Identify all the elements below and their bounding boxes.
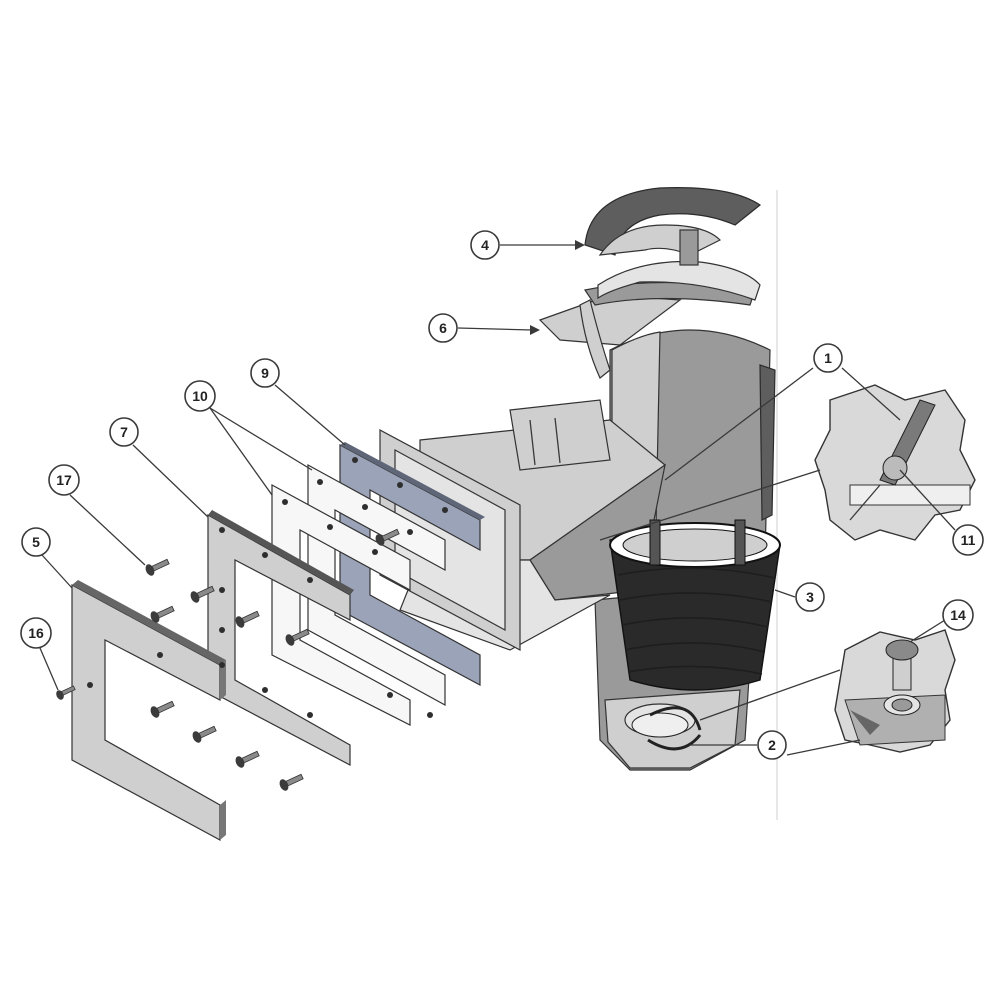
gasket-blue	[339, 442, 485, 687]
leader-lines	[39, 240, 956, 756]
gasket-white-outer	[307, 463, 446, 707]
callout-10: 10	[184, 380, 216, 412]
callout-17: 17	[48, 464, 80, 496]
callout-5: 5	[21, 527, 51, 557]
callout-label-3: 3	[806, 589, 814, 605]
gasket-white-inner	[271, 483, 411, 726]
callout-3: 3	[795, 582, 825, 612]
mounting-frame	[207, 510, 354, 766]
callout-label-16: 16	[28, 625, 44, 641]
callout-label-5: 5	[32, 534, 40, 550]
callout-4: 4	[470, 230, 500, 260]
callout-label-11: 11	[961, 532, 976, 548]
callout-11: 11	[952, 524, 984, 556]
callout-label-14: 14	[950, 607, 966, 623]
float-valve	[631, 706, 702, 751]
callout-6: 6	[428, 313, 458, 343]
callout-9: 9	[250, 358, 280, 388]
callout-label-17: 17	[56, 472, 72, 488]
callout-label-1: 1	[824, 350, 832, 366]
callout-14: 14	[942, 599, 974, 631]
detail-inset-bottom	[834, 629, 956, 753]
skimmer-basket	[609, 519, 781, 691]
callout-label-6: 6	[439, 320, 447, 336]
faceplate	[71, 580, 226, 842]
callout-7: 7	[109, 417, 139, 447]
callout-label-10: 10	[192, 388, 208, 404]
screws	[56, 528, 400, 791]
callout-1: 1	[813, 343, 843, 373]
detail-inset-top	[814, 384, 976, 541]
callout-16: 16	[20, 617, 52, 649]
skimmer-lid	[584, 187, 762, 301]
callout-label-4: 4	[481, 237, 489, 253]
mounting-holes	[87, 457, 448, 718]
callout-label-7: 7	[120, 424, 128, 440]
callout-label-9: 9	[261, 365, 269, 381]
callout-2: 2	[757, 730, 787, 760]
callouts: 4 6 1 9 10 7 17 5 16 3 14 2 11	[20, 230, 984, 760]
callout-label-2: 2	[768, 737, 776, 753]
